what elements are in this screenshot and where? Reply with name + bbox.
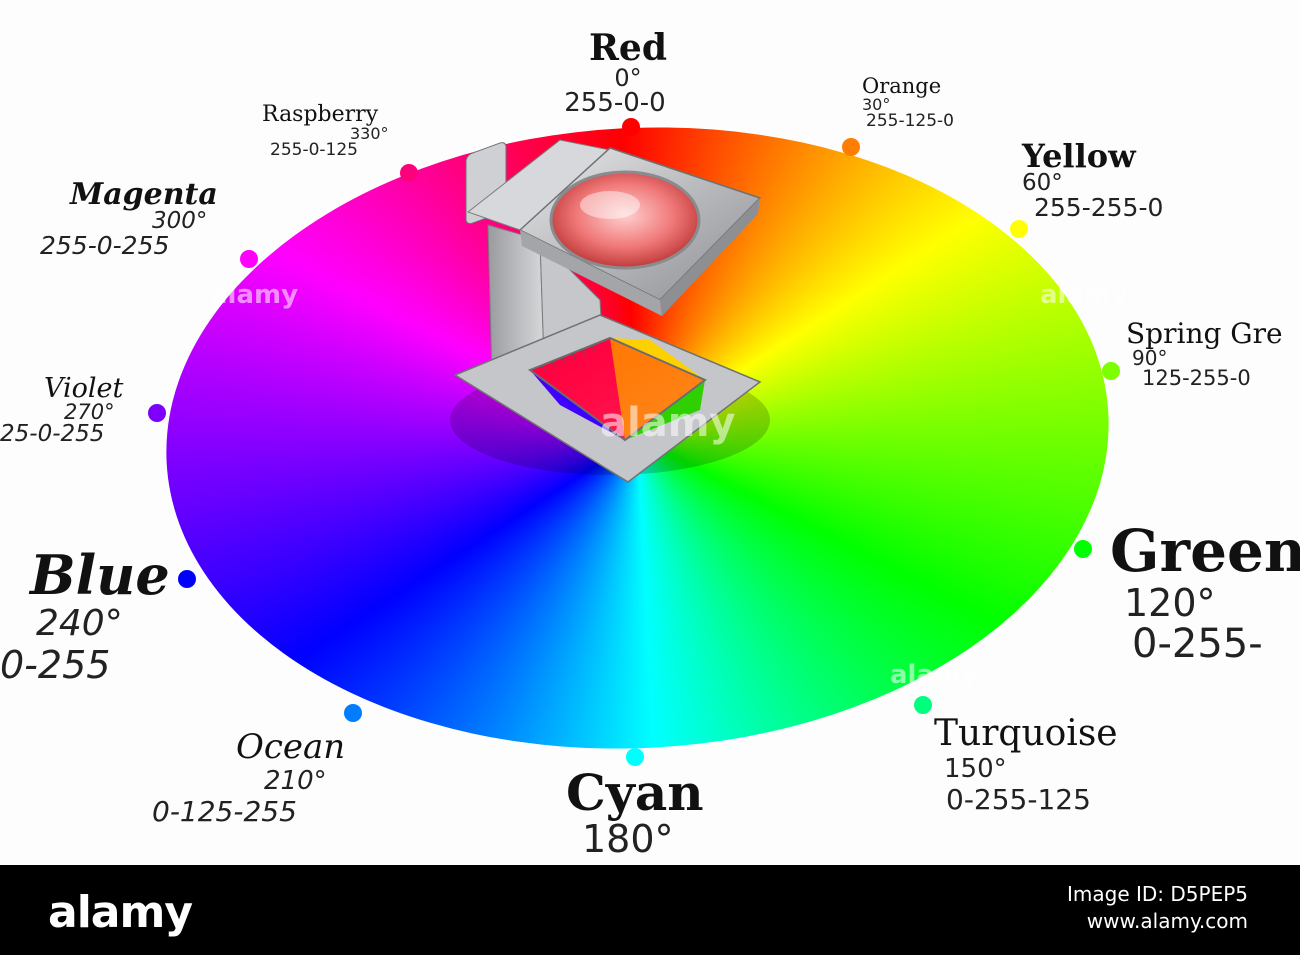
hue-dot-raspberry xyxy=(400,164,418,182)
stock-footer-bar: alamy Image ID: D5PEP5 www.alamy.com xyxy=(0,865,1300,955)
hue-dot-magenta xyxy=(240,250,258,268)
hue-dot-green xyxy=(1074,540,1092,558)
label-ocean: Ocean 210° 0-125-255 xyxy=(152,727,346,828)
magnifier-loupe xyxy=(450,139,770,483)
label-red: Red 0° 255-0-0 xyxy=(564,27,667,118)
label-yellow: Yellow 60° 255-255-0 xyxy=(1022,137,1164,222)
hue-dot-blue xyxy=(178,570,196,588)
hue-dot-spring-green xyxy=(1102,362,1120,380)
image-id: Image ID: D5PEP5 www.alamy.com xyxy=(1067,882,1248,933)
brand-logo: alamy xyxy=(48,887,193,938)
hue-dot-cyan xyxy=(626,748,644,766)
watermark-text: alamy xyxy=(890,660,979,690)
hue-dot-turquoise xyxy=(914,696,932,714)
label-green: Green 120° 0-255- xyxy=(1110,517,1300,667)
label-raspberry: Raspberry 330° 255-0-125 xyxy=(262,102,389,160)
label-violet: Violet 270° 25-0-255 xyxy=(0,373,124,447)
label-turquoise: Turquoise 150° 0-255-125 xyxy=(934,713,1118,816)
label-spring-green: Spring Gre 90° 125-255-0 xyxy=(1126,317,1283,390)
photo-scene: Red 0° 255-0-0 Raspberry 330° 255-0-125 … xyxy=(0,27,1300,861)
watermark-text: alamy xyxy=(210,280,299,310)
label-cyan: Cyan 180° xyxy=(566,763,704,861)
label-blue: Blue 240° 0-255 xyxy=(0,543,170,687)
label-orange: Orange 30° 255-125-0 xyxy=(862,74,954,131)
watermark-text: alamy xyxy=(600,400,736,446)
label-magenta: Magenta 300° 255-0-255 xyxy=(40,177,218,260)
hue-dot-yellow xyxy=(1010,220,1028,238)
hue-dot-red xyxy=(622,118,640,136)
hue-dot-ocean xyxy=(344,704,362,722)
hue-dot-violet xyxy=(148,404,166,422)
hue-dot-orange xyxy=(842,138,860,156)
watermark-text: alamy xyxy=(1040,280,1129,310)
